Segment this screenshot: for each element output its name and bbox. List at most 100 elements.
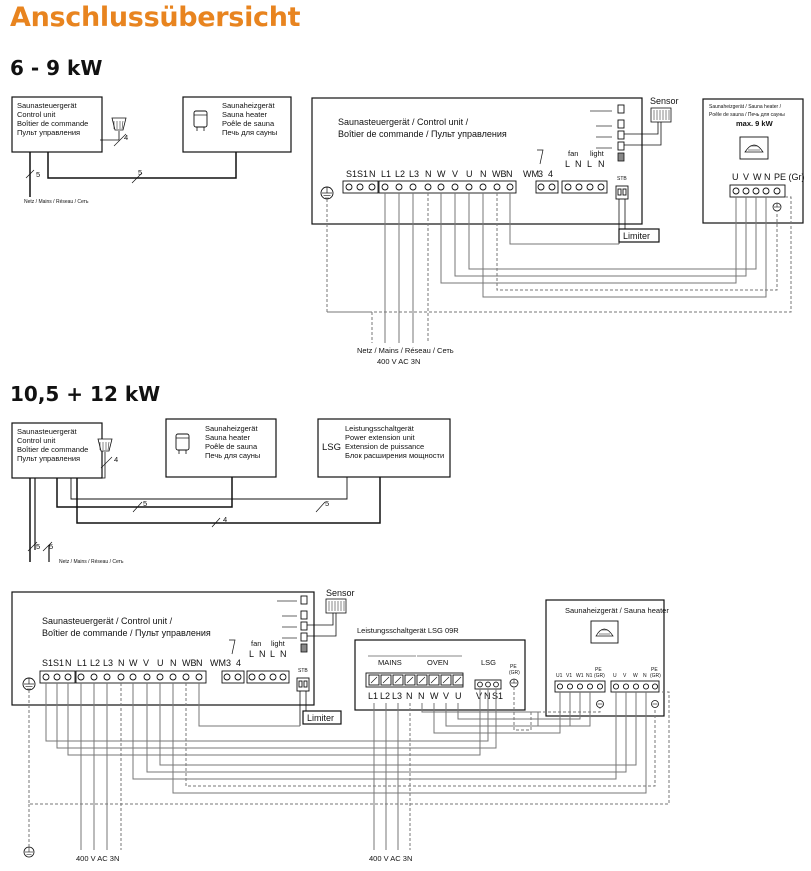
lsg-control-terminals xyxy=(474,679,502,690)
wire-count-5c: 5 xyxy=(143,499,147,508)
lsg-b-l1: L1 xyxy=(368,691,378,701)
heater-icon-2 xyxy=(739,136,769,160)
fl-n1: N xyxy=(575,159,582,169)
t2-l1: L1 xyxy=(77,658,87,668)
lsg-label-4: Блок расширения мощности xyxy=(345,451,444,460)
fan-light2-terminal-block xyxy=(246,670,290,684)
sensor-icon-2 xyxy=(650,107,672,123)
lsg-b-n2: N xyxy=(418,691,425,701)
lsg-label-1: Leistungsschaltgerät xyxy=(345,424,415,433)
control-unit2-label-2: Control unit xyxy=(17,436,56,445)
heater-title-1: Saunaheizgerät / Sauna heater / xyxy=(709,104,782,110)
wire-count-5a: 5 xyxy=(138,168,142,177)
ht2-w1: W1 xyxy=(576,673,584,679)
t2-s1b: S1 xyxy=(53,658,64,668)
ht2-v1: V1 xyxy=(566,673,572,679)
lsg-pe-symbol xyxy=(509,678,519,688)
indicator2-2 xyxy=(300,610,308,620)
ht-pe: PE (Gr) xyxy=(774,172,805,182)
supply-label-1: 400 V AC 3N xyxy=(377,357,420,366)
fl-l1: L xyxy=(565,159,570,169)
section-heading-6-9kw: 6 - 9 kW xyxy=(10,56,103,80)
t2-4: 4 xyxy=(236,658,241,668)
supply-label-3: 400 V AC 3N xyxy=(369,854,412,863)
heater2-pe-symbol-1 xyxy=(596,700,604,708)
fl2-l1: L xyxy=(249,649,254,659)
t2-wm: WM xyxy=(210,658,226,668)
ground-symbol xyxy=(320,186,334,200)
stb2-label: STB xyxy=(298,668,308,674)
control-unit-label-4: Пульт управления xyxy=(17,128,80,137)
page-title: Anschlussübersicht xyxy=(10,2,301,33)
ht2-v: V xyxy=(623,673,627,679)
lsg-badge: LSG xyxy=(322,442,341,453)
t2-wb: WB xyxy=(182,658,197,668)
term-label-n2: N xyxy=(425,169,432,179)
control-unit2-label-1: Saunasteuergerät xyxy=(17,427,78,436)
t2-n1: N xyxy=(65,658,72,668)
pe-ground-symbol xyxy=(772,202,782,212)
heater-terminal-block xyxy=(729,184,786,198)
ht2-pe: PE xyxy=(651,667,658,673)
heater-label-1: Saunaheizgerät xyxy=(222,101,275,110)
lsg-group-lsg: LSG xyxy=(481,658,496,667)
indicator-4 xyxy=(617,141,625,151)
sensor-icon xyxy=(111,117,127,131)
ht2-u: U xyxy=(613,673,617,679)
ht2-pe1-gr: (GR) xyxy=(594,673,605,679)
ht-v: V xyxy=(743,172,749,182)
heater-icon-4 xyxy=(590,620,619,644)
cu2-title-2: Boîtier de commande / Пульт управления xyxy=(42,628,211,638)
heater-label-4: Печь для сауны xyxy=(222,128,277,137)
term-label-4: 4 xyxy=(548,169,553,179)
heater-panel-2 xyxy=(545,599,665,717)
lsg-b2-n: N xyxy=(484,691,491,701)
heater-icon xyxy=(193,110,208,131)
fan-light-terminal-block xyxy=(561,180,608,194)
heater2-label-2: Sauna heater xyxy=(205,433,251,442)
t2-n4: N xyxy=(196,658,203,668)
wire-count-4c: 4 xyxy=(223,515,227,524)
indicator2-1 xyxy=(300,595,308,605)
control-unit-box xyxy=(11,96,103,153)
heater2-label-3: Poêle de sauna xyxy=(205,442,258,451)
wm2-terminal-block xyxy=(221,670,245,684)
wire-count-5d: 5 xyxy=(325,499,329,508)
control-unit2-label-3: Boîtier de commande xyxy=(17,445,88,454)
mains-label-2: Netz / Mains / Réseau / Сеть xyxy=(357,346,454,355)
term-label-u: U xyxy=(466,169,473,179)
term-label-n3: N xyxy=(480,169,487,179)
lsg-b-u: U xyxy=(455,691,462,701)
lsg-b-v: V xyxy=(443,691,449,701)
heater2-right-terminals xyxy=(610,680,660,693)
cu-terminal-block-1 xyxy=(342,180,379,194)
section-heading-10-12kw: 10,5 + 12 kW xyxy=(10,382,161,406)
lsg-b2-v: V xyxy=(476,691,482,701)
t2-n2: N xyxy=(118,658,125,668)
wire-count-5e: 5 xyxy=(36,542,40,551)
term-label-s1b: S1 xyxy=(357,169,368,179)
supply-label-2: 400 V AC 3N xyxy=(76,854,119,863)
indicator2-5 xyxy=(300,643,308,653)
lsg-group-oven: OVEN xyxy=(427,658,448,667)
lsg-b-l2: L2 xyxy=(380,691,390,701)
wiring-diagram-6-9kw: Saunasteuergerät / Control unit / Boîtie… xyxy=(311,96,805,366)
term-label-wb: WB xyxy=(492,169,507,179)
indicator-1 xyxy=(617,104,625,114)
fan-label: fan xyxy=(568,149,578,158)
fan2-label: fan xyxy=(251,639,261,648)
lsg-label-2: Power extension unit xyxy=(345,433,416,442)
fl-l2: L xyxy=(587,159,592,169)
ht2-n1: N1 xyxy=(586,673,593,679)
mains-label-3: Netz / Mains / Réseau / Сеть xyxy=(59,559,124,565)
t2-s1a: S1 xyxy=(42,658,53,668)
stb-label: STB xyxy=(617,176,627,182)
heater-panel xyxy=(702,98,804,224)
fl2-n1: N xyxy=(259,649,266,659)
heater-title-2: Poêle de sauna / Печь для сауны xyxy=(709,112,785,118)
sensor-label: Sensor xyxy=(650,96,679,106)
ht2-n: N xyxy=(643,673,647,679)
lsg-b-n1: N xyxy=(406,691,413,701)
control-unit-box-2 xyxy=(11,422,103,479)
